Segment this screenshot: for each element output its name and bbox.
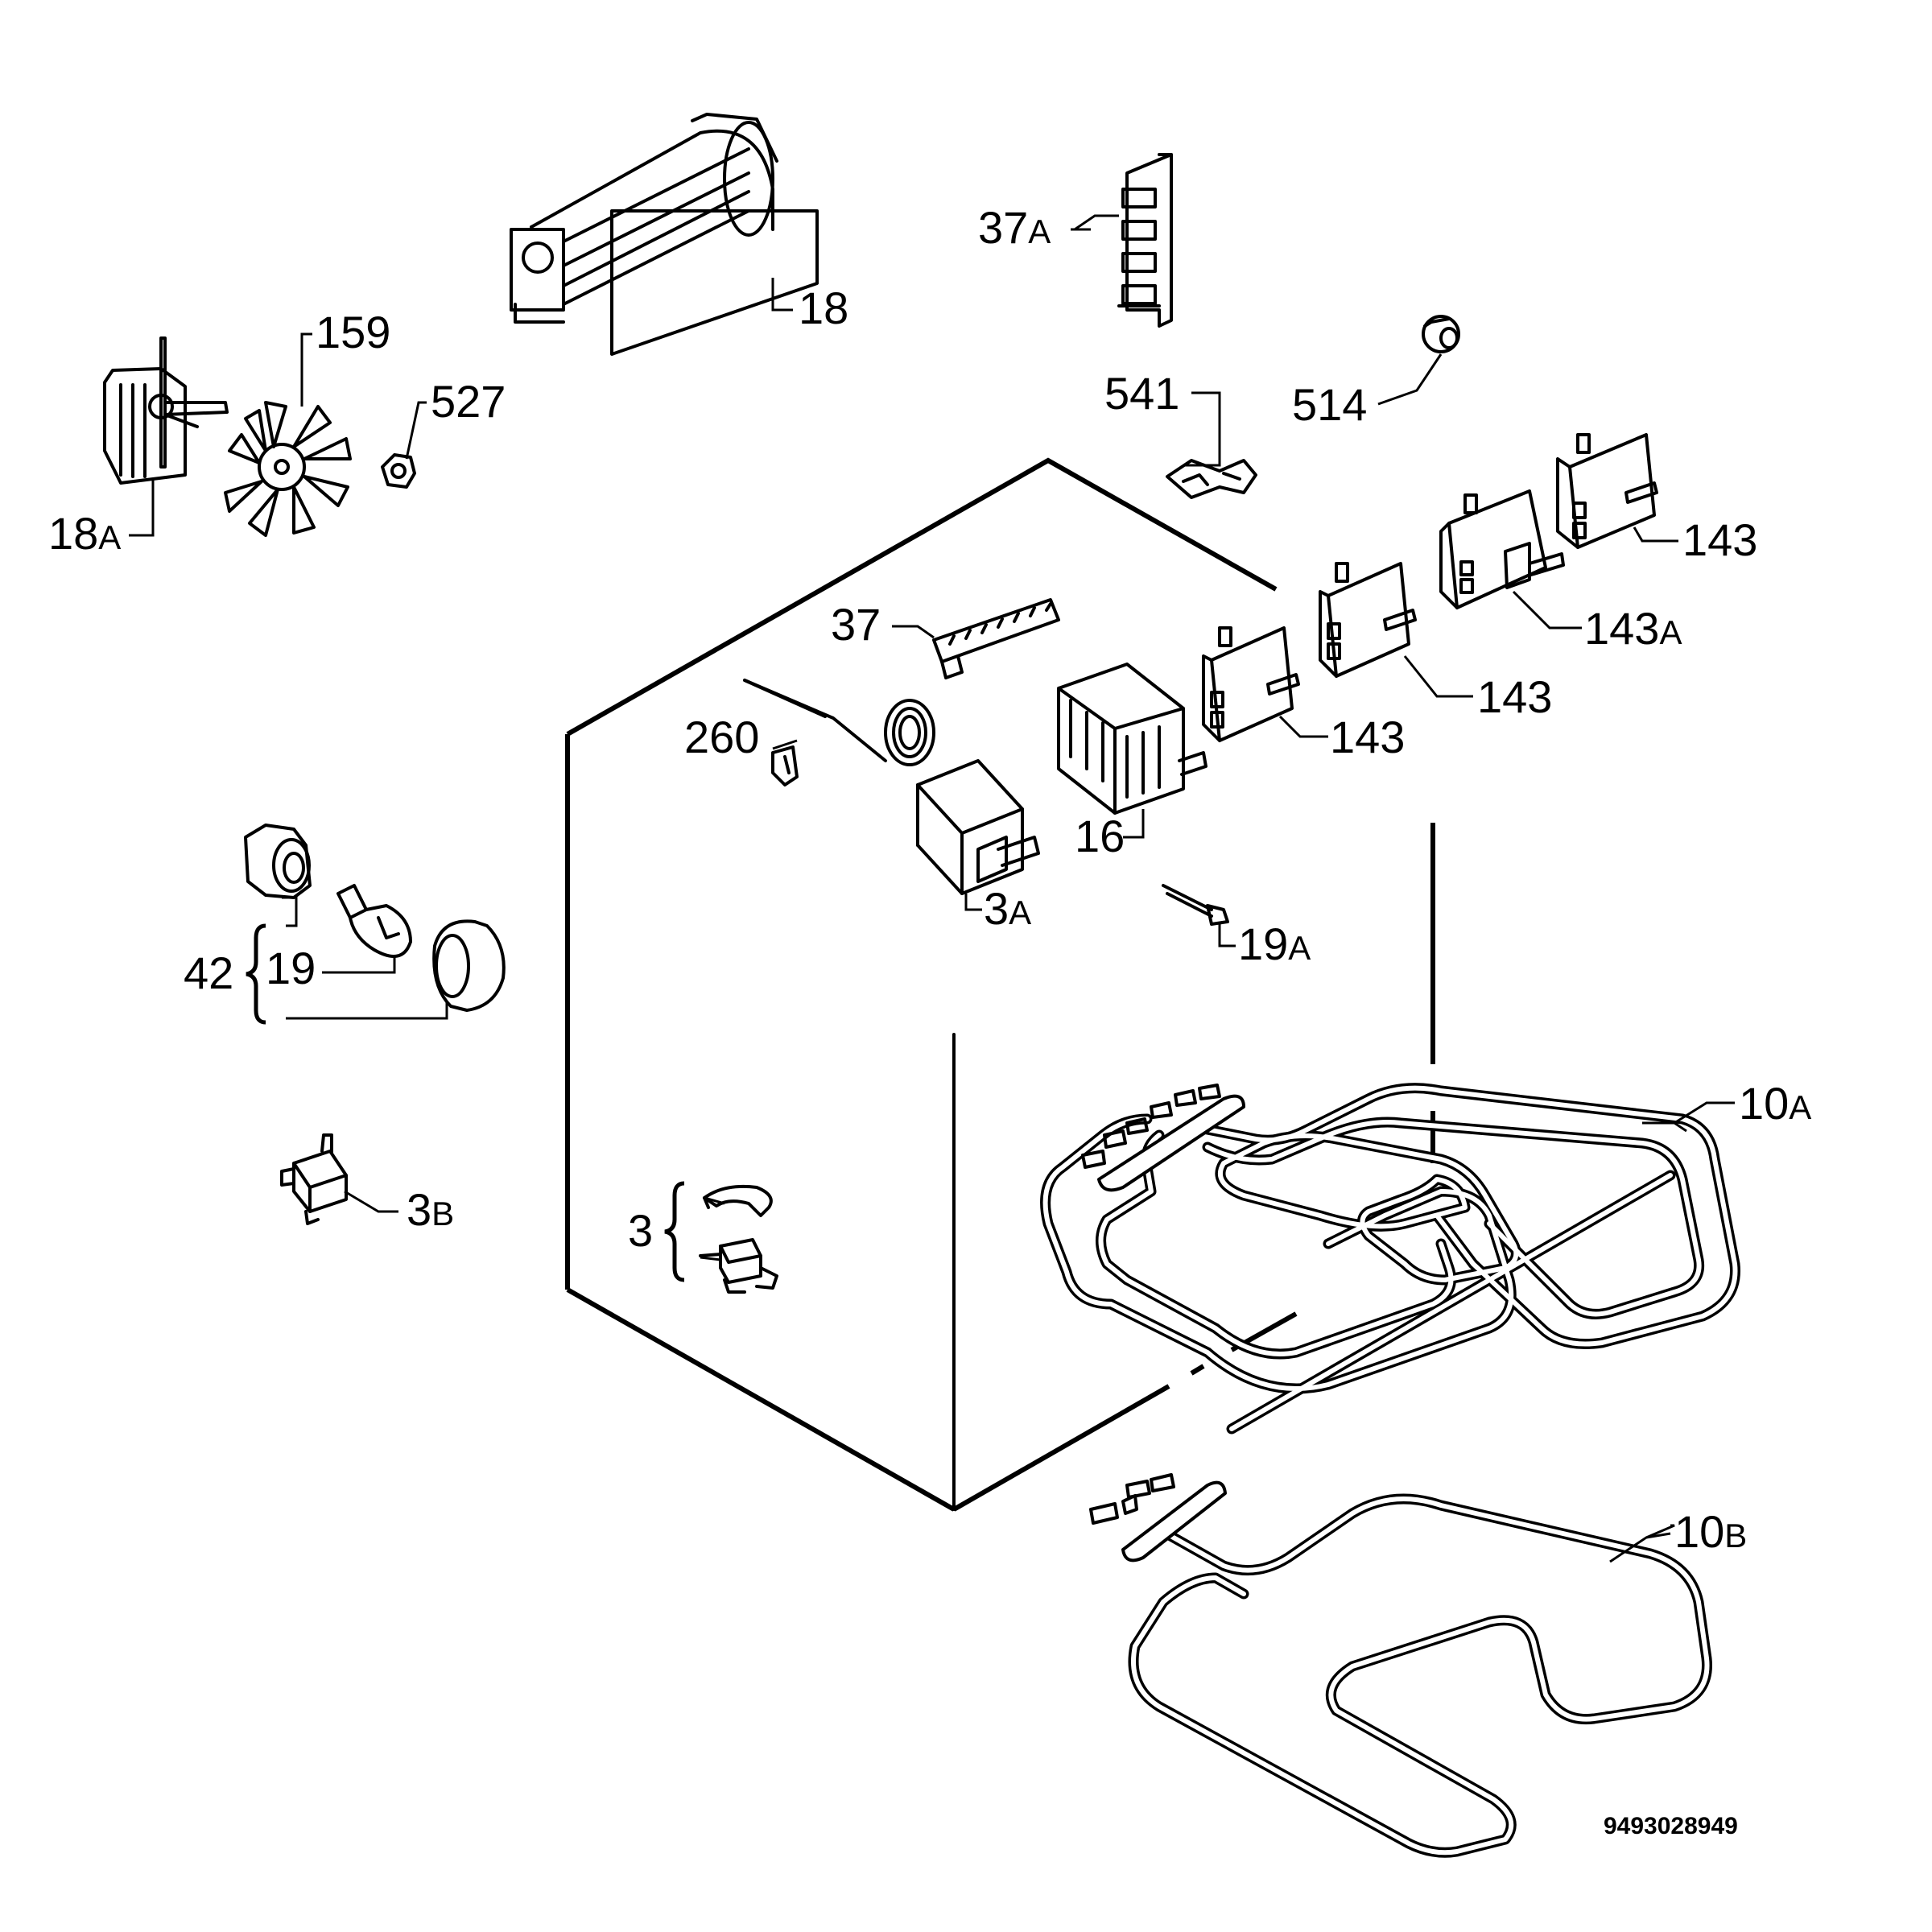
thermal-cutout-3b[interactable] — [280, 1133, 348, 1225]
callout-541: 541 — [1104, 368, 1179, 419]
switch-143a[interactable] — [1439, 489, 1565, 609]
callout-3: 3 — [628, 1205, 653, 1256]
terminal-block-37a[interactable] — [1117, 153, 1173, 328]
switch-143-middle[interactable] — [1319, 562, 1417, 678]
callout-260: 260 — [684, 712, 759, 762]
callout-37a: 37A — [978, 202, 1051, 253]
callout-143-top: 143 — [1682, 514, 1757, 565]
brace-42 — [246, 923, 266, 1025]
callout-10b: 10B — [1674, 1506, 1747, 1557]
clip-260[interactable] — [771, 745, 799, 786]
terminal-strip-37[interactable] — [932, 598, 1060, 679]
grommet[interactable] — [1422, 315, 1460, 353]
callout-42: 42 — [184, 947, 233, 998]
switch-143-lower[interactable] — [1202, 626, 1300, 742]
callout-143a: 143A — [1584, 603, 1682, 654]
callout-19: 19 — [266, 943, 316, 993]
thermostat-clip-3[interactable] — [703, 1184, 773, 1217]
callout-514: 514 — [1292, 379, 1367, 430]
bottom-element-10b[interactable] — [1089, 1473, 1712, 1858]
switch-143-top[interactable] — [1556, 433, 1658, 549]
connector-19a[interactable] — [1162, 884, 1229, 926]
document-number: 9493028949 — [1604, 1813, 1738, 1839]
callout-18: 18 — [799, 283, 848, 333]
callout-37: 37 — [831, 599, 881, 650]
callout-3a: 3A — [984, 883, 1031, 934]
sensor-clip[interactable] — [1166, 459, 1257, 499]
brace-3 — [664, 1181, 685, 1282]
selector-switch-16[interactable] — [1057, 663, 1208, 815]
callout-159: 159 — [316, 307, 390, 357]
callout-19a: 19A — [1238, 919, 1311, 969]
fan-motor[interactable] — [103, 336, 229, 485]
tangential-fan-assembly[interactable] — [510, 113, 819, 356]
callout-143-middle: 143 — [1477, 671, 1552, 722]
lamp-holder[interactable] — [244, 824, 312, 899]
thermostat-3a[interactable] — [743, 679, 1040, 895]
callout-143-lower: 143 — [1330, 712, 1405, 762]
callout-16: 16 — [1075, 811, 1125, 861]
callout-18a: 18A — [48, 508, 121, 559]
oven-cavity-outline — [565, 457, 1435, 1512]
fan-nut[interactable] — [381, 453, 416, 489]
callout-3b: 3B — [407, 1184, 454, 1235]
callout-labels: 18 37A 159 527 18A 541 514 143 143A 37 1… — [48, 202, 1811, 1839]
leader-lines — [129, 214, 1735, 1563]
thermostat-3[interactable] — [699, 1238, 778, 1294]
grill-element-10a[interactable] — [1040, 1083, 1740, 1435]
lamp-cover[interactable] — [432, 919, 506, 1012]
fan-impeller[interactable] — [224, 401, 352, 537]
lamp-bulb[interactable] — [336, 884, 412, 958]
callout-10a: 10A — [1739, 1078, 1811, 1129]
callout-527: 527 — [431, 376, 506, 427]
